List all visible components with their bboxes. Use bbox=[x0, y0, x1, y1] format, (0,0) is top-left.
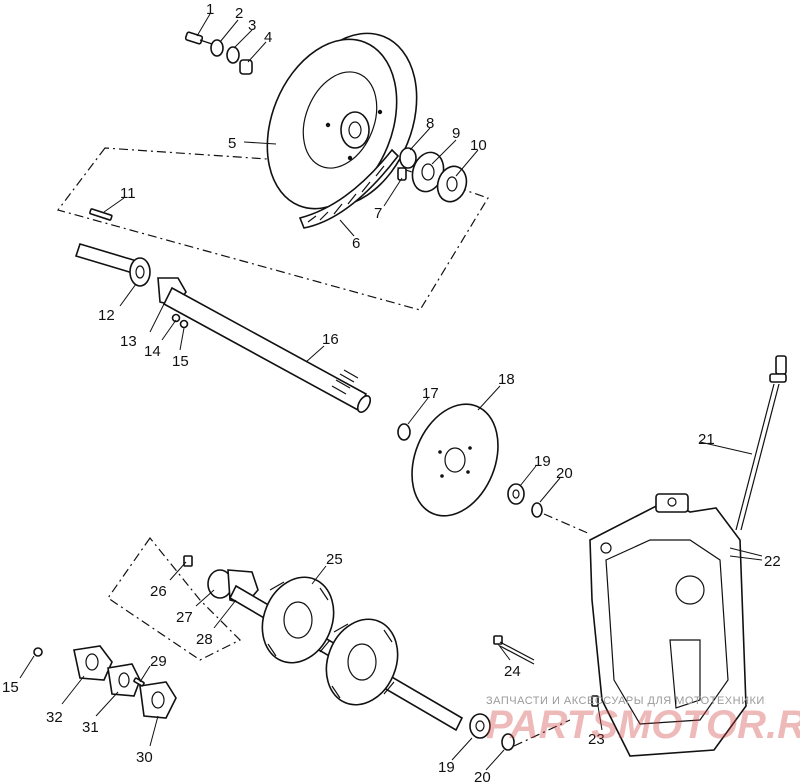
pin-part-29 bbox=[133, 677, 145, 687]
callout-11: 11 bbox=[120, 185, 136, 202]
callout-13: 13 bbox=[120, 333, 137, 350]
seal-part-19-lower bbox=[469, 713, 491, 739]
seal-part-19-upper bbox=[507, 483, 525, 505]
callout-21: 21 bbox=[698, 431, 715, 448]
callout-27: 27 bbox=[176, 609, 193, 626]
washer-part-2 bbox=[210, 39, 224, 57]
callout-25: 25 bbox=[326, 551, 343, 568]
callout-31: 31 bbox=[82, 719, 99, 736]
circlip-part-20-upper bbox=[531, 502, 543, 518]
flange-part-32 bbox=[73, 645, 113, 681]
callout-19: 19 bbox=[534, 453, 551, 470]
callout-6: 6 bbox=[352, 235, 360, 252]
callout-7: 7 bbox=[374, 205, 382, 222]
washer-part-14 bbox=[171, 313, 181, 323]
callout-24: 24 bbox=[504, 663, 521, 680]
callout-28: 28 bbox=[196, 631, 213, 648]
spacer-part-4 bbox=[239, 59, 253, 75]
callout-30: 30 bbox=[136, 749, 153, 766]
callout-5: 5 bbox=[228, 135, 236, 152]
callout-12: 12 bbox=[98, 307, 115, 324]
watermark-brand: PARTSMOTOR.RU bbox=[486, 703, 800, 747]
callout-14: 14 bbox=[144, 343, 161, 360]
callout-2: 2 bbox=[235, 5, 243, 22]
callout-22: 22 bbox=[764, 553, 781, 570]
bearing-part-12 bbox=[129, 257, 151, 287]
upper-axis-line bbox=[543, 513, 591, 535]
callout-20-lower: 20 bbox=[474, 769, 491, 784]
watermark-caption: ЗАПЧАСТИ И АКСЕССУАРЫ ДЛЯ МОТОТЕХНИКИ bbox=[486, 695, 765, 707]
leader-lines bbox=[19, 13, 763, 771]
bolt-part-1 bbox=[184, 31, 213, 45]
lower-assembly-boundary bbox=[107, 537, 242, 661]
callout-32: 32 bbox=[46, 709, 63, 726]
callout-3: 3 bbox=[248, 17, 256, 34]
callout-15-lower: 15 bbox=[2, 679, 19, 696]
callout-26: 26 bbox=[150, 583, 167, 600]
callout-23: 23 bbox=[588, 731, 605, 748]
plate-part-10 bbox=[436, 165, 468, 203]
chain-part-6 bbox=[298, 148, 400, 229]
circlip-part-17 bbox=[397, 423, 411, 441]
plate-part-31 bbox=[107, 663, 141, 697]
brake-disc-part-18 bbox=[411, 403, 499, 517]
callout-20: 20 bbox=[556, 465, 573, 482]
callout-29: 29 bbox=[150, 653, 167, 670]
callout-8: 8 bbox=[426, 115, 434, 132]
callout-10: 10 bbox=[470, 137, 487, 154]
bolt-part-7 bbox=[397, 167, 407, 181]
callout-18: 18 bbox=[498, 371, 515, 388]
washer-part-3 bbox=[226, 46, 240, 64]
flange-part-30 bbox=[139, 681, 177, 719]
lower-axis-line bbox=[513, 719, 571, 747]
dipstick-part-21 bbox=[735, 355, 787, 531]
key-part-11 bbox=[89, 208, 113, 221]
nut-part-15 bbox=[179, 319, 189, 329]
callout-16: 16 bbox=[322, 331, 339, 348]
driven-sheave-part-5 bbox=[266, 32, 418, 210]
callout-17: 17 bbox=[422, 385, 439, 402]
stud-part-23 bbox=[591, 695, 599, 707]
jackshaft-part-16 bbox=[162, 286, 372, 413]
circlip-part-20-lower bbox=[501, 733, 515, 751]
drive-shaft-part-25 bbox=[228, 576, 464, 732]
callout-15: 15 bbox=[172, 353, 189, 370]
callout-4: 4 bbox=[264, 29, 272, 46]
bolt-part-26 bbox=[183, 555, 193, 567]
chaincase-housing bbox=[589, 493, 747, 757]
nut-part-15-lower bbox=[33, 647, 43, 657]
bolt-part-24 bbox=[493, 635, 535, 665]
callout-19-lower: 19 bbox=[438, 759, 455, 776]
callout-9: 9 bbox=[452, 125, 460, 142]
washer-part-8 bbox=[399, 147, 417, 169]
callout-1: 1 bbox=[206, 1, 214, 18]
